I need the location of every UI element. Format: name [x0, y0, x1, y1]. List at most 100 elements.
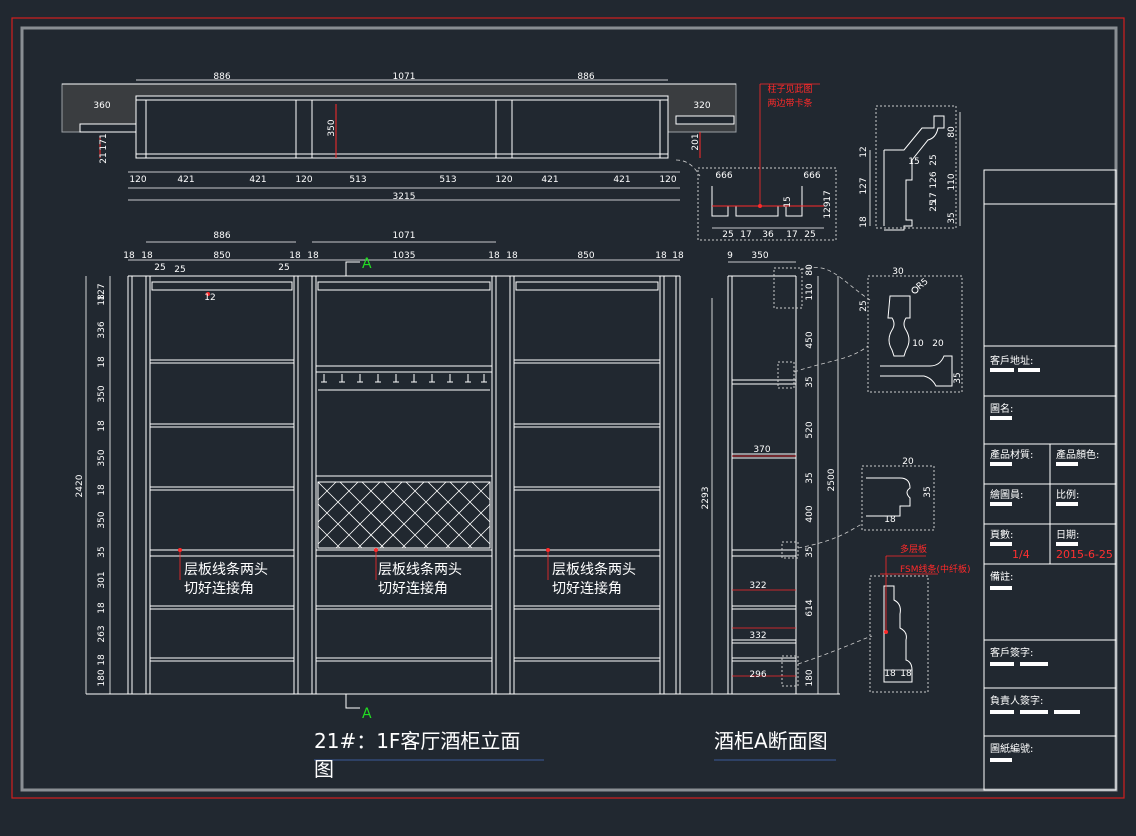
elevation-red-markers: [178, 292, 550, 552]
plan-height-dim: 350: [327, 119, 337, 136]
detail-column-cap: [697, 167, 837, 241]
elev-left-dim-1: 127: [97, 283, 107, 300]
plan-cabinet-outline: [135, 95, 669, 159]
d1-dim-3: 15: [783, 196, 793, 207]
elev-sub-dim-9: 850: [577, 251, 594, 261]
plan-left-vert-2: 171: [99, 133, 109, 150]
plan-bottom-dim-9: 421: [613, 175, 630, 185]
elev-sub-dim-5: 18: [307, 251, 319, 261]
elev-left-dim-6: 18: [97, 420, 107, 432]
elev-sub-dim-11: 18: [672, 251, 684, 261]
d3-dim-1: 30: [892, 267, 904, 277]
elev-sub-dim-6: 1035: [393, 251, 416, 261]
section-title: 酒柜A断面图: [714, 729, 828, 753]
plan-bottom-dim-7: 120: [495, 175, 512, 185]
tb-color: 產品顏色:: [1056, 448, 1099, 461]
elev-end-dim-3: 25: [278, 263, 289, 273]
d1-dim-10: 17: [823, 190, 833, 201]
section-right-dim-8: 35: [805, 546, 815, 557]
d2-dim-7: 17: [929, 192, 939, 203]
d4-dim-2: 35: [923, 486, 933, 497]
section-top-dim-2: 350: [751, 251, 768, 261]
plan-bottom-dim-4: 120: [295, 175, 312, 185]
elevation-view: [86, 275, 840, 695]
detail5-marker: [884, 630, 888, 634]
tb-scale: 比例:: [1056, 488, 1079, 501]
section-overall-2: 2500: [827, 468, 837, 491]
d5-dim-2: 18: [900, 669, 912, 679]
elev-total-height: 2420: [75, 474, 85, 497]
d2-dim-11: 35: [947, 212, 957, 223]
detail5-leaders: [880, 555, 938, 632]
plan-right-vert-1: 201: [691, 133, 701, 150]
d1-dim-4: 25: [722, 230, 733, 240]
detail-crown-moulding: [869, 105, 961, 231]
plan-bottom-dim-6: 513: [439, 175, 456, 185]
elev-left-dim-15: 180: [97, 669, 107, 686]
elevation-title-line2: 图: [314, 757, 334, 781]
d2-dim-6: 126: [929, 171, 939, 188]
tb-date: 日期:: [1056, 529, 1079, 541]
tb-date-value: 2015-6-25: [1056, 548, 1113, 561]
section-view: [711, 261, 839, 694]
column-note-line2: 两边带卡条: [767, 97, 812, 109]
elev-left-dim-7: 350: [97, 449, 107, 466]
elev-top-dim-1: 886: [213, 231, 230, 241]
section-right-dim-3: 450: [805, 331, 815, 348]
elev-note-2-line2: 切好连接角: [378, 580, 448, 597]
elev-left-dim-11: 301: [97, 571, 107, 588]
elevation-leader-lines: [179, 552, 549, 580]
d1-dim-7: 17: [786, 230, 797, 240]
d4-dim-1: 20: [902, 457, 914, 467]
plan-left-vert-1: 21: [99, 152, 109, 163]
elevation-dim-lines: [85, 241, 680, 694]
d2-dim-4: 15: [908, 157, 919, 167]
plan-top-dim-3: 886: [577, 72, 594, 82]
plan-bottom-dim-2: 421: [177, 175, 194, 185]
d2-dim-9: 80: [947, 126, 957, 138]
plan-right-side-dim: 320: [693, 101, 710, 111]
elev-note-3-line1: 层板线条两头: [552, 561, 636, 578]
d4-dim-3: 18: [884, 515, 896, 525]
elevation-title-line1: 21#：1F客厅酒柜立面: [314, 729, 520, 753]
tb-drawing-name: 圖名:: [990, 402, 1013, 415]
section-right-dim-6: 35: [805, 472, 815, 483]
title-block-placeholder-bars: [990, 368, 1080, 762]
section-right-dim-7: 400: [805, 505, 815, 522]
section-cut-markers: [345, 261, 360, 709]
elev-top-dim-2: 1071: [393, 231, 416, 241]
elev-sub-dim-4: 18: [289, 251, 301, 261]
plan-bottom-dim-1: 120: [129, 175, 146, 185]
elev-sub-dim-7: 18: [488, 251, 500, 261]
d1-dim-2: 666: [803, 171, 820, 181]
section-cut-label-top: A: [362, 256, 372, 272]
plan-top-dim-2: 1071: [393, 72, 416, 82]
detail-shelf-edge: [861, 465, 935, 531]
elev-note-1-line2: 切好连接角: [184, 580, 254, 597]
section-shelf-dim-4: 296: [749, 670, 766, 680]
outer-frame: [11, 17, 1125, 799]
elev-sub-dim-3: 850: [213, 251, 230, 261]
elev-left-dim-4: 18: [97, 356, 107, 368]
elev-sub-dim-8: 18: [506, 251, 518, 261]
elev-note-3-line2: 切好连接角: [552, 580, 622, 597]
elev-left-dim-3: 336: [97, 321, 107, 338]
elev-left-dim-2: 18: [97, 294, 107, 306]
section-right-dim-10: 180: [805, 669, 815, 686]
d2-dim-3: 18: [859, 216, 869, 228]
elev-left-dim-9: 350: [97, 511, 107, 528]
section-right-dim-9: 614: [805, 599, 815, 616]
elev-sub-dim-1: 18: [123, 251, 135, 261]
elev-left-dim-13: 263: [97, 625, 107, 642]
section-right-dim-5: 520: [805, 421, 815, 438]
tb-client-sign: 客戶簽字:: [990, 646, 1033, 659]
wine-glass-rack: [318, 374, 490, 391]
section-top-dim-1: 9: [727, 251, 733, 261]
detail-baluster: [867, 275, 963, 393]
d2-dim-1: 12: [859, 146, 869, 157]
d2-dim-8: 25: [929, 200, 939, 211]
elev-left-dim-5: 350: [97, 385, 107, 402]
section-right-dim-4: 35: [805, 376, 815, 387]
elev-left-dim-14: 18: [97, 654, 107, 666]
